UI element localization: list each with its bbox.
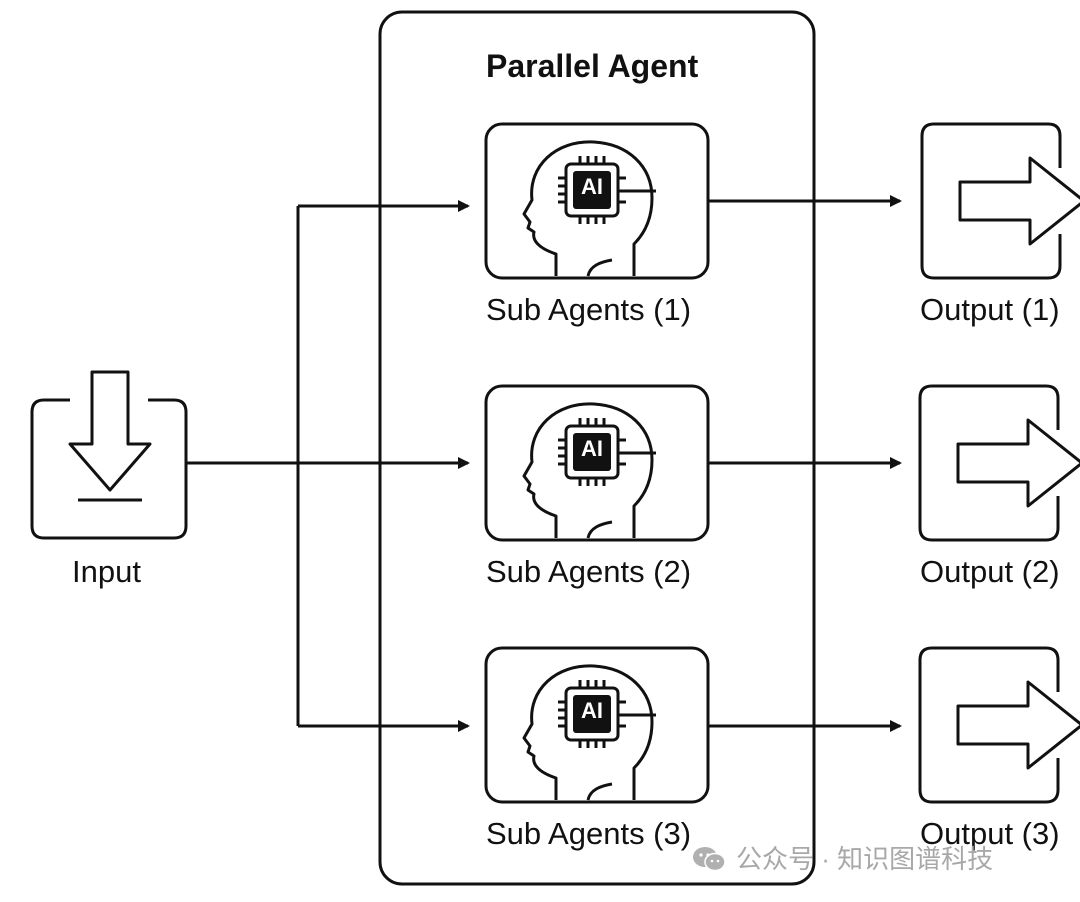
input-connectors [186, 200, 470, 732]
output-label-1: Output (1) [920, 292, 1060, 327]
exit-arrow-icon [958, 156, 1080, 246]
chip-text-2: AI [581, 436, 603, 461]
input-label: Input [72, 554, 141, 589]
exit-arrow-icon [956, 418, 1080, 508]
output-node-1 [920, 122, 1080, 280]
sub-agent-node-1 [484, 122, 710, 280]
watermark: 公众号 · 知识图谱科技 [692, 846, 993, 872]
output-node-2 [918, 384, 1080, 542]
sub-agent-label-1: Sub Agents (1) [486, 292, 692, 327]
sub-agent-label-2: Sub Agents (2) [486, 554, 692, 589]
download-arrow-icon [68, 370, 152, 502]
input-node [30, 370, 188, 540]
sub-agent-label-3: Sub Agents (3) [486, 816, 692, 851]
chip-text-3: AI [581, 698, 603, 723]
output-label-2: Output (2) [920, 554, 1060, 589]
wechat-icon [693, 847, 726, 872]
output-node-3 [918, 646, 1080, 804]
exit-arrow-icon [956, 680, 1080, 770]
sub-agent-node-3 [484, 646, 710, 804]
chip-text-1: AI [581, 174, 603, 199]
sub-agent-node-2 [484, 384, 710, 542]
output-label-3: Output (3) [920, 816, 1060, 851]
output-connectors [708, 195, 902, 732]
diagram-title: Parallel Agent [486, 48, 699, 84]
watermark-text: 公众号 · 知识图谱科技 [736, 844, 994, 874]
parallel-agent-container [378, 10, 816, 886]
